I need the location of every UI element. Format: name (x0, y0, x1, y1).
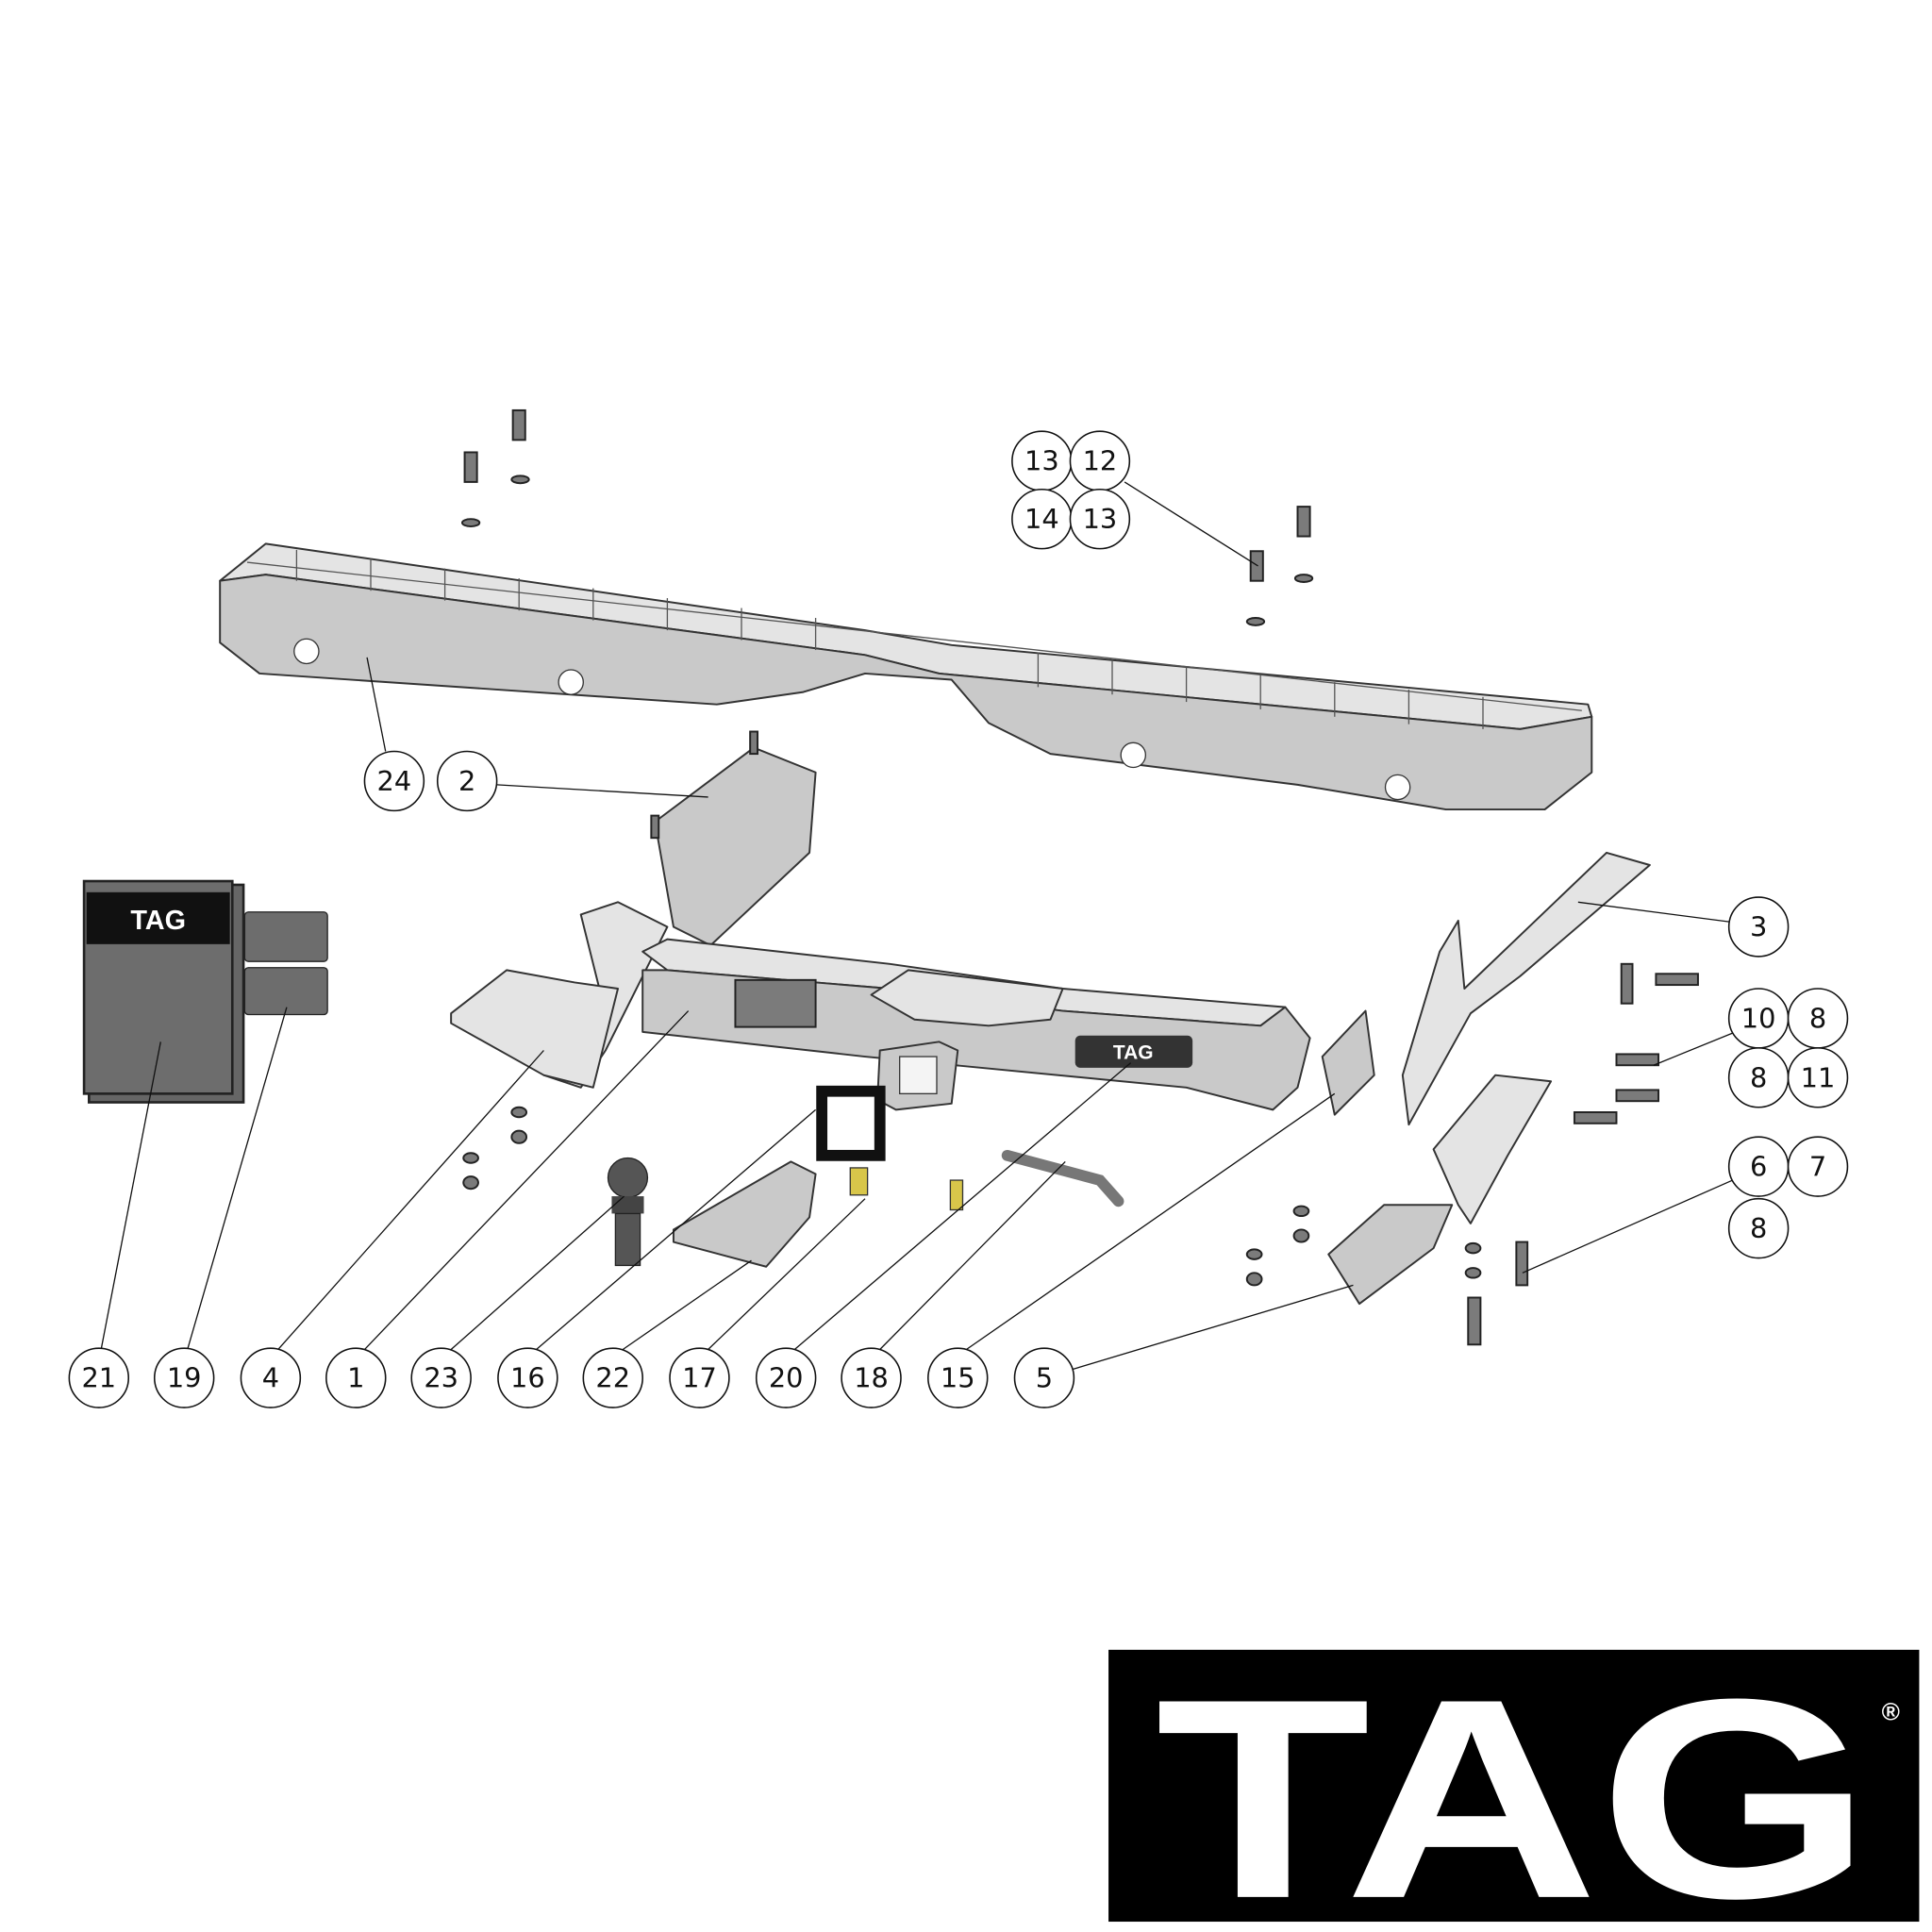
svg-text:21: 21 (81, 1362, 116, 1394)
book-logo: TAG (130, 906, 186, 936)
step-bumper-part (219, 542, 1593, 811)
callout-6: 6 (1727, 1136, 1790, 1197)
svg-text:23: 23 (424, 1362, 458, 1394)
callout-21: 21 (68, 1347, 130, 1408)
callout-22: 22 (582, 1347, 643, 1408)
drawbar-logo: TAG (1113, 1042, 1154, 1064)
svg-text:8: 8 (1750, 1212, 1767, 1244)
svg-text:2: 2 (458, 765, 475, 797)
svg-text:19: 19 (167, 1362, 202, 1394)
callout-16: 16 (497, 1347, 558, 1408)
left-upper-bracket-part (654, 746, 817, 947)
hitch-pin-part (1001, 1149, 1124, 1208)
instruction-book-part: TAG (82, 879, 245, 1104)
callout-8c: 8 (1727, 1197, 1790, 1259)
leader-lines (100, 481, 1733, 1371)
svg-text:5: 5 (1036, 1362, 1053, 1394)
svg-text:20: 20 (769, 1362, 804, 1394)
end-plate-part (1321, 1009, 1375, 1116)
svg-text:15: 15 (941, 1362, 975, 1394)
left-lower-bracket-part (450, 969, 619, 1089)
callout-8b: 8 (1727, 1047, 1790, 1108)
callout-15: 15 (927, 1347, 989, 1408)
label-sticker-part (243, 967, 328, 1016)
svg-text:24: 24 (377, 765, 412, 797)
svg-text:16: 16 (510, 1362, 545, 1394)
svg-text:17: 17 (682, 1362, 717, 1394)
callout-7: 7 (1787, 1136, 1849, 1197)
callout-18: 18 (841, 1347, 902, 1408)
callout-11: 11 (1787, 1047, 1849, 1108)
callout-13b: 13 (1069, 488, 1131, 550)
svg-text:22: 22 (595, 1362, 630, 1394)
callout-19: 19 (153, 1347, 215, 1408)
svg-text:12: 12 (1083, 445, 1118, 477)
bolts-right-top (1245, 506, 1314, 626)
tongue-part (672, 1160, 817, 1268)
svg-text:6: 6 (1750, 1151, 1767, 1183)
pin-clip-part (849, 1167, 869, 1196)
svg-text:13: 13 (1083, 503, 1118, 535)
svg-text:18: 18 (854, 1362, 889, 1394)
callout-4: 4 (240, 1347, 302, 1408)
hitch-frame-part (816, 1085, 886, 1161)
callout-13: 13 (1011, 430, 1073, 491)
svg-text:4: 4 (262, 1362, 279, 1394)
svg-text:8: 8 (1809, 1002, 1826, 1034)
callout-10: 10 (1727, 988, 1790, 1049)
svg-text:1: 1 (347, 1362, 364, 1394)
callout-17: 17 (669, 1347, 730, 1408)
tag-logo: TAG ® (1108, 1640, 1920, 1932)
bolts-right (462, 962, 1699, 1346)
callout-5: 5 (1013, 1347, 1075, 1408)
svg-text:14: 14 (1024, 503, 1059, 535)
svg-text:13: 13 (1024, 445, 1059, 477)
svg-text:7: 7 (1809, 1151, 1826, 1183)
label-sticker-part (243, 911, 328, 962)
tow-ball-part (607, 1157, 649, 1267)
right-foot-bracket-part (1327, 1204, 1454, 1306)
callout-2: 2 (436, 750, 498, 812)
drawbar-part: TAG (641, 938, 1311, 1111)
right-upper-bracket-part (1401, 851, 1651, 1126)
logo-text: TAG (1156, 1640, 1873, 1932)
svg-text:10: 10 (1741, 1002, 1776, 1034)
callout-20: 20 (755, 1347, 817, 1408)
callout-8: 8 (1787, 988, 1849, 1049)
callout-3: 3 (1727, 896, 1790, 958)
callout-23: 23 (410, 1347, 472, 1408)
svg-text:11: 11 (1801, 1061, 1836, 1093)
svg-text:3: 3 (1750, 910, 1767, 942)
callout-24: 24 (363, 750, 425, 812)
callout-14: 14 (1011, 488, 1073, 550)
svg-text:8: 8 (1750, 1061, 1767, 1093)
right-lower-bracket-part (1432, 1074, 1553, 1224)
lock-pin-part (949, 1179, 964, 1211)
callout-1: 1 (325, 1347, 387, 1408)
bolts-left-top (460, 408, 530, 528)
registered-mark: ® (1882, 1698, 1900, 1726)
callout-12: 12 (1069, 430, 1131, 491)
